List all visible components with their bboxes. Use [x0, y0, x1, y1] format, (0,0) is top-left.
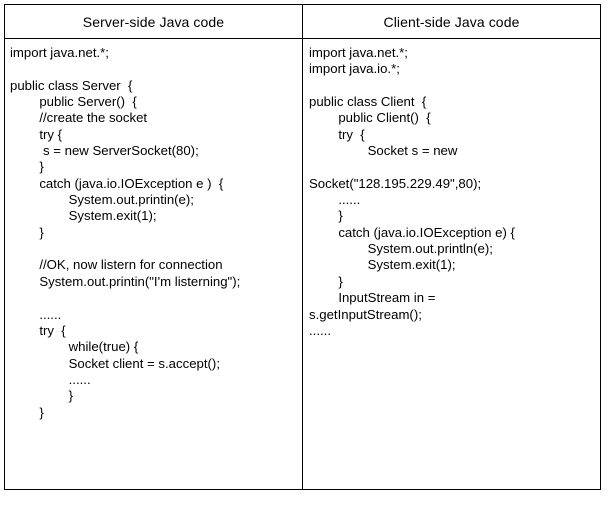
table-body-row: import java.net.*; public class Server {… — [5, 39, 600, 489]
client-column-title: Client-side Java code — [383, 13, 520, 30]
code-comparison-table: Server-side Java code Client-side Java c… — [4, 4, 601, 490]
client-code-listing: import java.net.*; import java.io.*; pub… — [309, 45, 515, 338]
server-column-title: Server-side Java code — [82, 13, 225, 30]
table-body-cell-server: import java.net.*; public class Server {… — [5, 39, 303, 489]
server-code-listing: import java.net.*; public class Server {… — [10, 45, 241, 420]
table-header-row: Server-side Java code Client-side Java c… — [5, 5, 600, 39]
table-header-cell-client: Client-side Java code — [303, 5, 600, 38]
table-body-cell-client: import java.net.*; import java.io.*; pub… — [303, 39, 600, 489]
table-header-cell-server: Server-side Java code — [5, 5, 303, 38]
